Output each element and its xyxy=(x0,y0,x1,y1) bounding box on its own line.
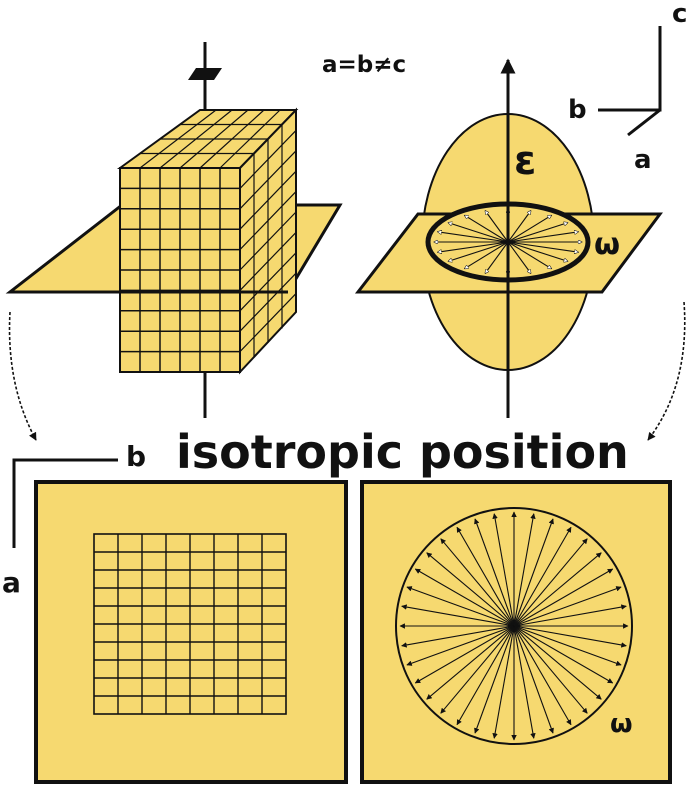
circle-ray xyxy=(513,625,614,684)
title: isotropic position xyxy=(176,425,629,479)
circle-ray xyxy=(456,526,515,627)
section-grid xyxy=(93,533,287,715)
circle-ray xyxy=(401,625,515,648)
axes-reference: c b a xyxy=(568,0,687,175)
circle-ray xyxy=(492,513,515,627)
circle-ray xyxy=(426,552,515,627)
axis-c-label: c xyxy=(672,0,687,29)
equation-label: a=b≠c xyxy=(322,52,406,78)
axis-a-line xyxy=(627,108,661,137)
circle-ray xyxy=(513,513,536,627)
disc-ray xyxy=(507,241,551,269)
circle-ray xyxy=(513,625,554,734)
block-grid-lines xyxy=(120,109,297,372)
block-top-vline xyxy=(179,109,249,169)
circle-ray xyxy=(513,604,627,627)
circle-rays xyxy=(399,511,629,741)
circle-ray xyxy=(513,538,588,627)
circle-ray xyxy=(426,625,515,700)
right-projection-arrow xyxy=(647,301,686,441)
circle-ray xyxy=(406,625,515,666)
circle-ray xyxy=(513,625,536,739)
circle-ray xyxy=(456,625,515,726)
disc-ray xyxy=(465,215,509,243)
circle-ray xyxy=(401,604,515,627)
circle-ray xyxy=(414,568,515,627)
circle-ray xyxy=(513,625,622,666)
circle-ray xyxy=(474,625,515,734)
circle-ray xyxy=(513,552,602,627)
disc-ray xyxy=(465,241,509,269)
disc-ray xyxy=(448,223,509,243)
block-top-vline xyxy=(159,109,233,169)
axis-a-label: a xyxy=(634,145,652,175)
axis-top-marker xyxy=(188,68,222,80)
circle-ray xyxy=(513,568,614,627)
disc-ray xyxy=(507,223,568,243)
block-top-vline xyxy=(139,109,217,169)
block-top-vline xyxy=(199,109,265,169)
circle-ray xyxy=(492,625,515,739)
disc-ray xyxy=(507,241,531,273)
circle-ray xyxy=(513,586,622,627)
circle-ray xyxy=(406,586,515,627)
circle-ray xyxy=(513,526,572,627)
circle-ray xyxy=(513,625,588,714)
bottom-axes-reference: b a xyxy=(2,440,146,599)
disc-ray xyxy=(507,241,568,261)
circle-ray xyxy=(513,625,602,700)
bottom-axis-b-label: b xyxy=(126,440,146,473)
bottom-axis-a-label: a xyxy=(2,566,21,599)
axis-c-b-lines xyxy=(598,26,662,112)
omega-label-bottom: ω xyxy=(610,709,633,739)
omega-label-top: ω xyxy=(594,227,620,262)
circle-ray xyxy=(513,625,572,726)
disc-ray xyxy=(507,232,578,243)
disc-ray xyxy=(485,241,509,273)
circle-ray xyxy=(513,625,627,648)
circle-ray xyxy=(513,518,554,627)
disc-ray xyxy=(507,215,551,243)
circle-ray xyxy=(474,518,515,627)
disc-rays xyxy=(434,209,582,275)
disc-ray xyxy=(438,241,509,252)
disc-ray xyxy=(507,241,578,252)
axis-b-label: b xyxy=(568,95,587,125)
circle-ray xyxy=(414,625,515,684)
circle-ray xyxy=(440,538,515,627)
disc-ray xyxy=(507,211,531,243)
left-projection-arrow xyxy=(8,311,37,441)
epsilon-label: ε xyxy=(514,138,536,184)
grid-panel xyxy=(34,480,348,784)
disc-ray xyxy=(438,232,509,243)
ellipsoid-group: ε ω xyxy=(354,58,663,418)
disc-ray xyxy=(448,241,509,261)
disc-ray xyxy=(485,211,509,243)
circle-ray xyxy=(440,625,515,714)
crystal-block-group xyxy=(5,42,343,418)
bottom-axis-lines xyxy=(12,458,118,548)
block-top-vline xyxy=(219,109,281,169)
